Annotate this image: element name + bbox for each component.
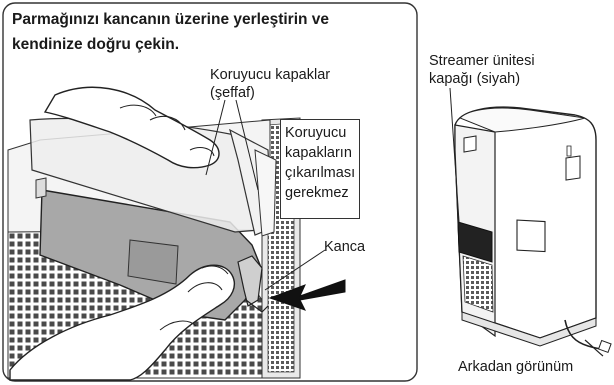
leader-protective-2 — [235, 99, 259, 191]
streamer-cover-sublabel: kapağı (siyah) — [429, 71, 521, 87]
rear-view-label: Arkadan görünüm — [458, 359, 574, 375]
hook-label: Kanca — [324, 239, 366, 255]
protective-covers — [29, 117, 277, 237]
note-box: Koruyucu kapakların çıkarılması gerekmez — [280, 119, 360, 219]
pull-arrow — [268, 279, 346, 311]
leader-streamer — [449, 87, 461, 237]
note-line-3: çıkarılması — [285, 165, 356, 181]
rear-view-unit — [454, 106, 612, 357]
instruction-line-1: Parmağınızı kancanın üzerine yerleştirin… — [12, 11, 330, 28]
note-line-1: Koruyucu — [285, 125, 347, 141]
streamer-cover-label: Streamer ünitesi — [429, 53, 535, 69]
instruction-line-2: kendinize doğru çekin. — [12, 36, 180, 53]
hook — [237, 255, 269, 313]
leader-protective-1 — [205, 99, 226, 176]
lower-hand — [9, 264, 236, 381]
note-line-2: kapakların — [285, 145, 352, 161]
note-line-4: gerekmez — [285, 185, 349, 201]
leader-hook — [264, 249, 326, 291]
protective-covers-sublabel: (şeffaf) — [210, 85, 255, 101]
protective-covers-label: Koruyucu kapaklar — [210, 67, 331, 83]
upper-hand — [43, 86, 220, 169]
